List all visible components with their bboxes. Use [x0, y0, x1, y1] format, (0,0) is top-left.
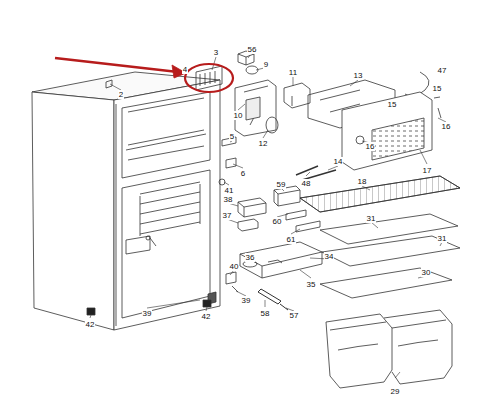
callout-number: 61	[286, 235, 297, 244]
callout-number: 18	[357, 177, 368, 186]
callout-number: 13	[353, 71, 364, 80]
callout-number: 47	[437, 66, 448, 75]
callout-number: 48	[301, 179, 312, 188]
callout-number: 30	[421, 268, 432, 277]
glass-shelf	[320, 214, 458, 244]
callout-number: 38	[223, 195, 234, 204]
bracket	[286, 210, 306, 220]
callout-number: 15	[432, 84, 443, 93]
tray	[240, 242, 322, 278]
hinge-pin	[106, 80, 112, 88]
callout-number: 5	[229, 132, 235, 141]
callout-number: 16	[441, 122, 452, 131]
callout-number: 35	[306, 280, 317, 289]
callout-number: 58	[260, 309, 271, 318]
bracket	[196, 66, 222, 90]
callout-number: 40	[229, 262, 240, 271]
callout-number: 10	[233, 111, 244, 120]
crisper-drawers	[326, 310, 452, 388]
box	[238, 219, 258, 231]
callout-number: 11	[288, 68, 298, 77]
callout-number: 42	[85, 320, 96, 329]
callout-number: 9	[263, 60, 269, 69]
callout-number: 4	[182, 65, 188, 74]
callout-number: 31	[366, 214, 377, 223]
cover-panel	[342, 92, 432, 170]
light-housing	[235, 80, 276, 136]
bracket	[296, 221, 320, 232]
hinge	[222, 137, 236, 168]
box	[238, 198, 266, 217]
callout-number: 39	[241, 296, 252, 305]
callout-number: 39	[142, 309, 153, 318]
callout-number: 14	[333, 157, 344, 166]
crisper-cover	[320, 268, 452, 298]
cabinet	[32, 72, 220, 330]
callout-number: 42	[201, 312, 212, 321]
callout-number: 3	[213, 48, 219, 57]
callout-number: 2	[118, 90, 124, 99]
leader-lines	[90, 55, 446, 378]
callout-number: 60	[272, 217, 283, 226]
callout-number: 29	[390, 387, 401, 396]
callout-number: 16	[365, 142, 376, 151]
switch	[284, 83, 310, 108]
callout-number: 59	[276, 180, 287, 189]
callout-number: 57	[289, 311, 300, 320]
callout-number: 34	[324, 252, 335, 261]
callout-number: 56	[247, 45, 258, 54]
highlight-callout	[55, 58, 233, 92]
wire-shelf	[300, 176, 460, 212]
callout-number: 15	[387, 100, 398, 109]
bin	[274, 186, 300, 206]
callout-number: 36	[245, 253, 256, 262]
callout-number: 31	[437, 234, 448, 243]
callout-number: 41	[224, 186, 235, 195]
callout-number: 12	[258, 139, 269, 148]
callout-number: 17	[422, 166, 433, 175]
callout-number: 6	[240, 169, 246, 178]
callout-number: 37	[222, 211, 233, 220]
